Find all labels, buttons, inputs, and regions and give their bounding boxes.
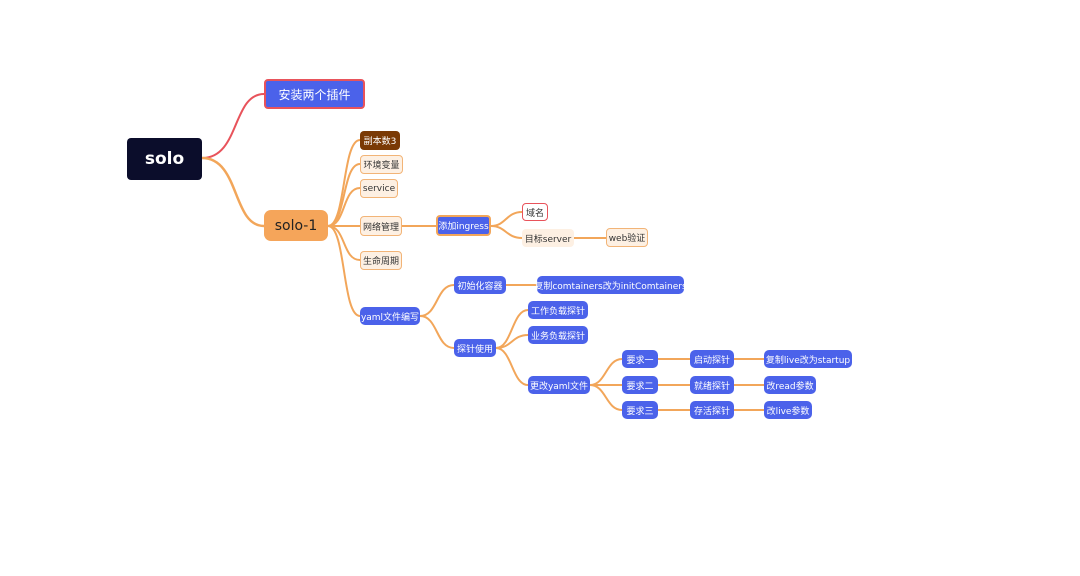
probe-use-node[interactable]: 探针使用 bbox=[454, 339, 496, 357]
add-ingress-node[interactable]: 添加ingress bbox=[436, 215, 491, 236]
edge-solo1-lifecycle bbox=[327, 225, 361, 261]
edge-probe-modify bbox=[495, 347, 529, 386]
edge-yaml-probe bbox=[419, 315, 455, 349]
solo-1-node[interactable]: solo-1 bbox=[264, 210, 328, 241]
change-read-node[interactable]: 改read参数 bbox=[764, 376, 816, 394]
edge-root-plugins bbox=[201, 93, 265, 159]
edge-yaml-init bbox=[419, 284, 455, 317]
modify-yaml-node[interactable]: 更改yaml文件 bbox=[528, 376, 590, 394]
edge-ingress-domain bbox=[490, 211, 523, 227]
copy-containers-node[interactable]: 复制comtainers改为initComtainers bbox=[534, 276, 687, 294]
target-server-node[interactable]: 目标server bbox=[522, 229, 574, 247]
network-management-node[interactable]: 网络管理 bbox=[360, 216, 402, 236]
edge-ingress-target bbox=[490, 225, 523, 239]
web-verify-node[interactable]: web验证 bbox=[606, 228, 648, 247]
edge-modify-req3 bbox=[589, 384, 623, 411]
edge-solo1-env bbox=[327, 163, 361, 227]
env-vars-node[interactable]: 环境变量 bbox=[360, 155, 403, 174]
workload-probe-node[interactable]: 工作负载探针 bbox=[528, 301, 588, 319]
replicas-node[interactable]: 副本数3 bbox=[360, 131, 400, 150]
edge-solo1-yaml bbox=[327, 225, 361, 317]
init-container-node[interactable]: 初始化容器 bbox=[454, 276, 506, 294]
lifecycle-node[interactable]: 生命周期 bbox=[360, 251, 402, 270]
requirement-1-node[interactable]: 要求一 bbox=[622, 350, 658, 368]
install-plugins-node[interactable]: 安装两个插件 bbox=[264, 79, 365, 109]
service-node[interactable]: service bbox=[360, 179, 398, 198]
copy-live-startup-node[interactable]: 复制live改为startup bbox=[764, 350, 852, 368]
edge-root-solo1 bbox=[200, 156, 266, 228]
startup-probe-node[interactable]: 启动探针 bbox=[690, 350, 734, 368]
requirement-2-node[interactable]: 要求二 bbox=[622, 376, 658, 394]
domain-node[interactable]: 域名 bbox=[522, 203, 548, 221]
edge-solo1-service bbox=[327, 187, 361, 227]
liveness-probe-node[interactable]: 存活探针 bbox=[690, 401, 734, 419]
readiness-probe-node[interactable]: 就绪探针 bbox=[690, 376, 734, 394]
change-live-node[interactable]: 改live参数 bbox=[764, 401, 812, 419]
business-probe-node[interactable]: 业务负载探针 bbox=[528, 326, 588, 344]
edge-modify-req1 bbox=[589, 358, 623, 386]
edge-solo1-replicas bbox=[327, 139, 361, 227]
requirement-3-node[interactable]: 要求三 bbox=[622, 401, 658, 419]
yaml-writing-node[interactable]: yaml文件编写 bbox=[360, 307, 420, 325]
root-node[interactable]: solo bbox=[127, 138, 202, 180]
